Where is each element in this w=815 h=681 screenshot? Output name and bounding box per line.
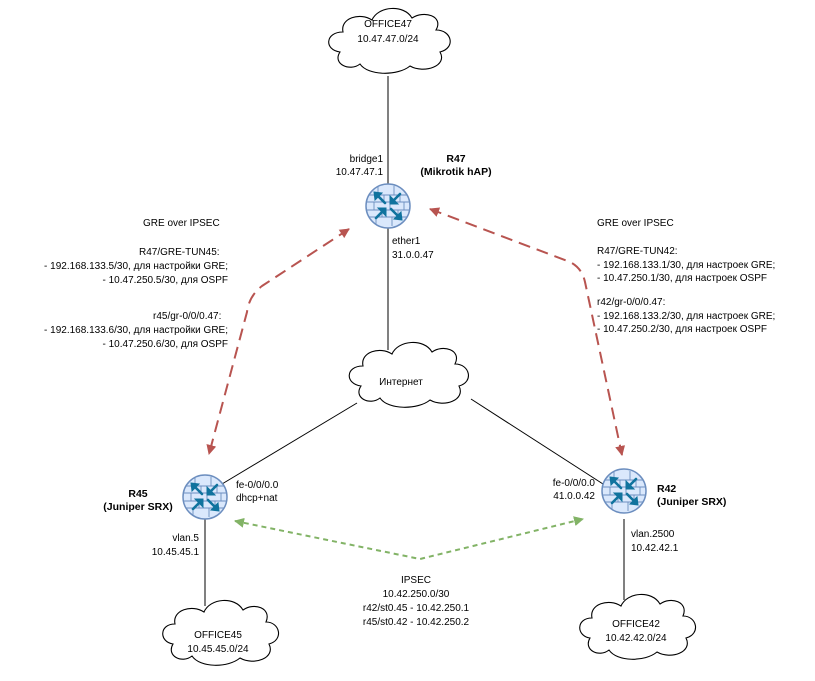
r47-lan-interface: bridge1 [350,154,384,165]
gre-left-r47-ospf-ip: - 10.47.250.5/30, для OSPF [103,275,228,286]
cloud-icon [348,341,469,408]
ipsec-r45-interface: r45/st0.42 - 10.42.250.2 [363,617,470,628]
cloud-office42: OFFICE42 10.42.42.0/24 [579,593,696,660]
link-internet-r45 [221,402,358,485]
r42-lan-interface: vlan.2500 [631,529,675,540]
ipsec-tunnel-r45-r42 [234,516,584,561]
link-internet-r42 [470,398,604,485]
gre-right-r47-interface: R47/GRE-TUN42: [597,246,678,257]
router-icon [364,182,412,230]
r42-model: (Juniper SRX) [657,496,726,508]
gre-left-r47-interface: R47/GRE-TUN45: [139,247,220,258]
gre-right-r42-gre-ip: - 192.168.133.2/30, для настроек GRE; [597,311,775,322]
r47-lan-ip: 10.47.47.1 [336,167,384,178]
gre-left-description: GRE over IPSEC R47/GRE-TUN45: - 192.168.… [44,218,228,350]
r42-lan-ip: 10.42.42.1 [631,543,679,554]
gre-left-r45-gre-ip: - 192.168.133.6/30, для настройки GRE; [44,325,228,336]
r42-name: R42 [657,483,676,495]
cloud-office45: OFFICE45 10.45.45.0/24 [162,599,279,666]
office45-subnet: 10.45.45.0/24 [187,644,249,655]
r47-name: R47 [446,153,465,165]
gre-tunnel-r47-r42 [429,207,626,456]
internet-label: Интернет [379,377,423,388]
gre-right-description: GRE over IPSEC R47/GRE-TUN42: - 192.168.… [597,218,775,335]
r45-lan-ip: 10.45.45.1 [152,547,200,558]
ipsec-r42-interface: r42/st0.45 - 10.42.250.1 [363,603,470,614]
gre-left-r45-interface: r45/gr-0/0/0.47: [153,311,221,322]
gre-right-r42-ospf-ip: - 10.47.250.2/30, для настроек OSPF [597,324,767,335]
gre-left-r47-gre-ip: - 192.168.133.5/30, для настройки GRE; [44,261,228,272]
gre-right-r42-interface: r42/gr-0/0/0.47: [597,297,665,308]
ipsec-description: IPSEC 10.42.250.0/30 r42/st0.45 - 10.42.… [363,575,470,628]
r45-wan-interface: fe-0/0/0.0 [236,480,279,491]
r45-model: (Juniper SRX) [103,501,172,513]
gre-left-r45-ospf-ip: - 10.47.250.6/30, для OSPF [103,339,228,350]
cloud-internet: Интернет [348,341,469,408]
ipsec-subnet: 10.42.250.0/30 [383,589,450,600]
r45-name: R45 [128,488,147,500]
office47-name: OFFICE47 [364,19,412,30]
office47-subnet: 10.47.47.0/24 [357,34,419,45]
gre-right-r47-gre-ip: - 192.168.133.1/30, для настроек GRE; [597,260,775,271]
r47-wan-ip: 31.0.0.47 [392,250,434,261]
router-r47[interactable] [364,182,412,230]
gre-tunnel-r47-r45 [206,228,350,455]
cloud-icon [579,593,696,660]
r42-wan-interface: fe-0/0/0.0 [553,478,596,489]
office42-subnet: 10.42.42.0/24 [605,633,667,644]
cloud-icon [328,7,451,74]
gre-left-title: GRE over IPSEC [143,218,220,229]
router-r42[interactable] [600,467,648,515]
office42-name: OFFICE42 [612,619,660,630]
gre-right-r47-ospf-ip: - 10.47.250.1/30, для настроек OSPF [597,273,767,284]
ipsec-title: IPSEC [401,575,431,586]
router-icon [181,473,229,521]
r45-lan-interface: vlan.5 [172,533,199,544]
cloud-icon [162,599,279,666]
r45-wan-ip: dhcp+nat [236,493,278,504]
r47-model: (Mikrotik hAP) [420,166,491,178]
router-r45[interactable] [181,473,229,521]
office45-name: OFFICE45 [194,630,242,641]
r42-wan-ip: 41.0.0.42 [553,491,595,502]
router-icon [600,467,648,515]
cloud-office47: OFFICE47 10.47.47.0/24 [328,7,451,74]
r47-wan-interface: ether1 [392,236,421,247]
gre-right-title: GRE over IPSEC [597,218,674,229]
